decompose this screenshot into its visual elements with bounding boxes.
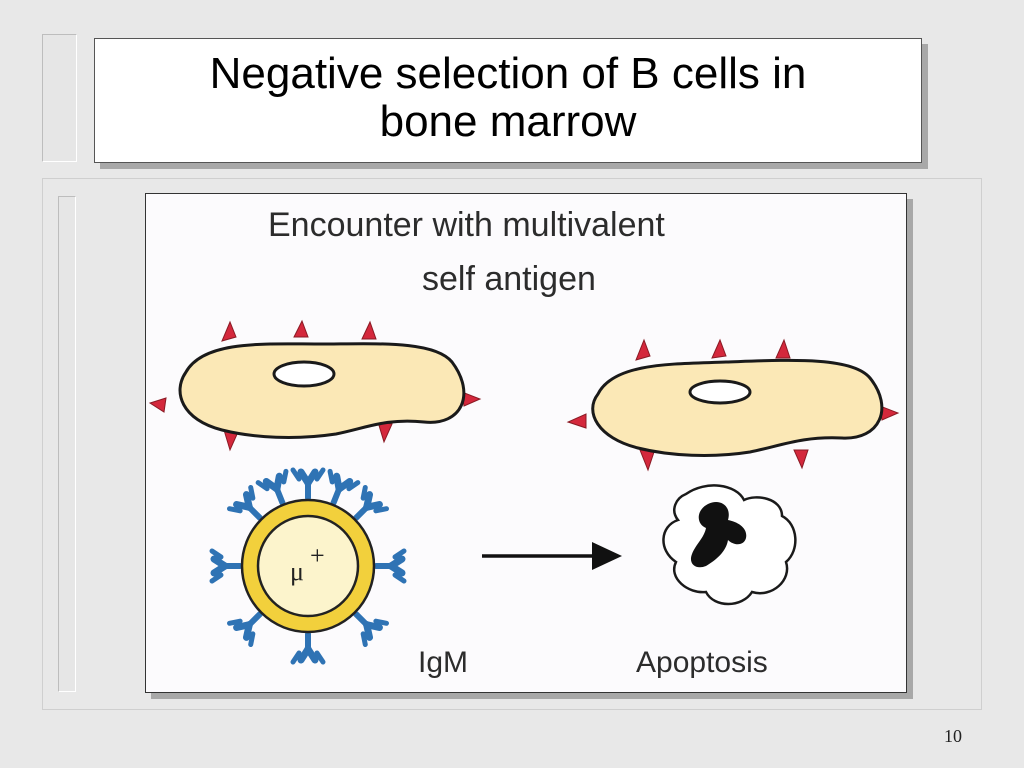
b-cell-nucleus [256, 514, 360, 618]
antigen-spike [793, 449, 809, 470]
decorative-side-bar-bottom [58, 196, 76, 692]
label-igm: IgM [418, 646, 468, 679]
slide-title-line1: Negative selection of B cells in [209, 48, 807, 98]
arrow-to-apoptosis [482, 542, 622, 570]
figure-heading-line2: self antigen [422, 260, 596, 298]
antigen-spike [639, 449, 655, 472]
antigen-spike [293, 319, 309, 338]
antigen-spike [148, 397, 167, 413]
self-antigen-cell-right [566, 338, 900, 472]
antigen-spike [775, 338, 791, 359]
decorative-side-bar-top [42, 34, 77, 162]
cell-nucleus [272, 360, 336, 388]
igm-receptor [376, 551, 404, 581]
antigen-spike [635, 338, 651, 361]
title-box: Negative selection of B cells in bone ma… [94, 38, 922, 163]
condensed-nucleus [690, 501, 747, 568]
figure-heading-line1: Encounter with multivalent [268, 206, 665, 244]
self-antigen-cell-left [148, 319, 482, 452]
apoptotic-cell-membrane [662, 484, 797, 606]
figure-box: Encounter with multivalent self antigen [145, 193, 907, 693]
mu-marker: μ [290, 557, 304, 586]
antigen-spike [221, 320, 237, 342]
cell-nucleus [688, 379, 752, 405]
slide-title: Negative selection of B cells in bone ma… [209, 48, 807, 146]
antigen-spike [361, 320, 377, 340]
slide-title-line2: bone marrow [379, 96, 637, 146]
igm-receptor [293, 634, 323, 662]
b-cell-with-igm: μ + [212, 470, 404, 662]
igm-receptor [293, 470, 323, 498]
igm-receptor [212, 551, 240, 581]
antigen-spikes-right [566, 338, 900, 472]
mu-marker-superscript: + [310, 541, 325, 570]
label-apoptosis: Apoptosis [636, 646, 768, 679]
antigen-spike [566, 413, 587, 429]
cell-membrane [591, 358, 884, 457]
apoptotic-cell [662, 484, 797, 606]
b-cell-selection-diagram: Encounter with multivalent self antigen [148, 206, 900, 679]
page-number: 10 [944, 726, 962, 746]
cell-membrane [178, 342, 466, 439]
antigen-spike [711, 338, 727, 359]
